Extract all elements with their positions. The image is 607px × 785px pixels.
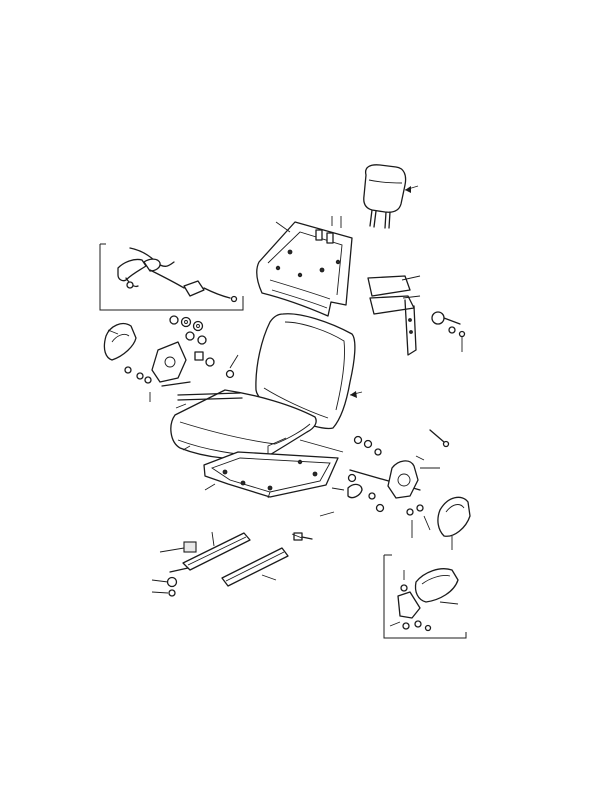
seat-pan [203,451,339,499]
mounting-rods [177,392,344,453]
left-recliner-parts [103,315,235,387]
right-recliner-parts [347,429,450,516]
seat-slide-rails [166,532,289,597]
slide-bolt [293,532,313,541]
seat-back-frame [256,221,353,317]
seat-belt-assembly [99,243,244,311]
right-back-brackets [367,275,466,356]
headrest [363,164,407,229]
seat-cushion [170,389,317,460]
callout-leaders [107,185,463,627]
armrest-pad-right [437,496,471,537]
armrest-assembly [383,554,467,639]
